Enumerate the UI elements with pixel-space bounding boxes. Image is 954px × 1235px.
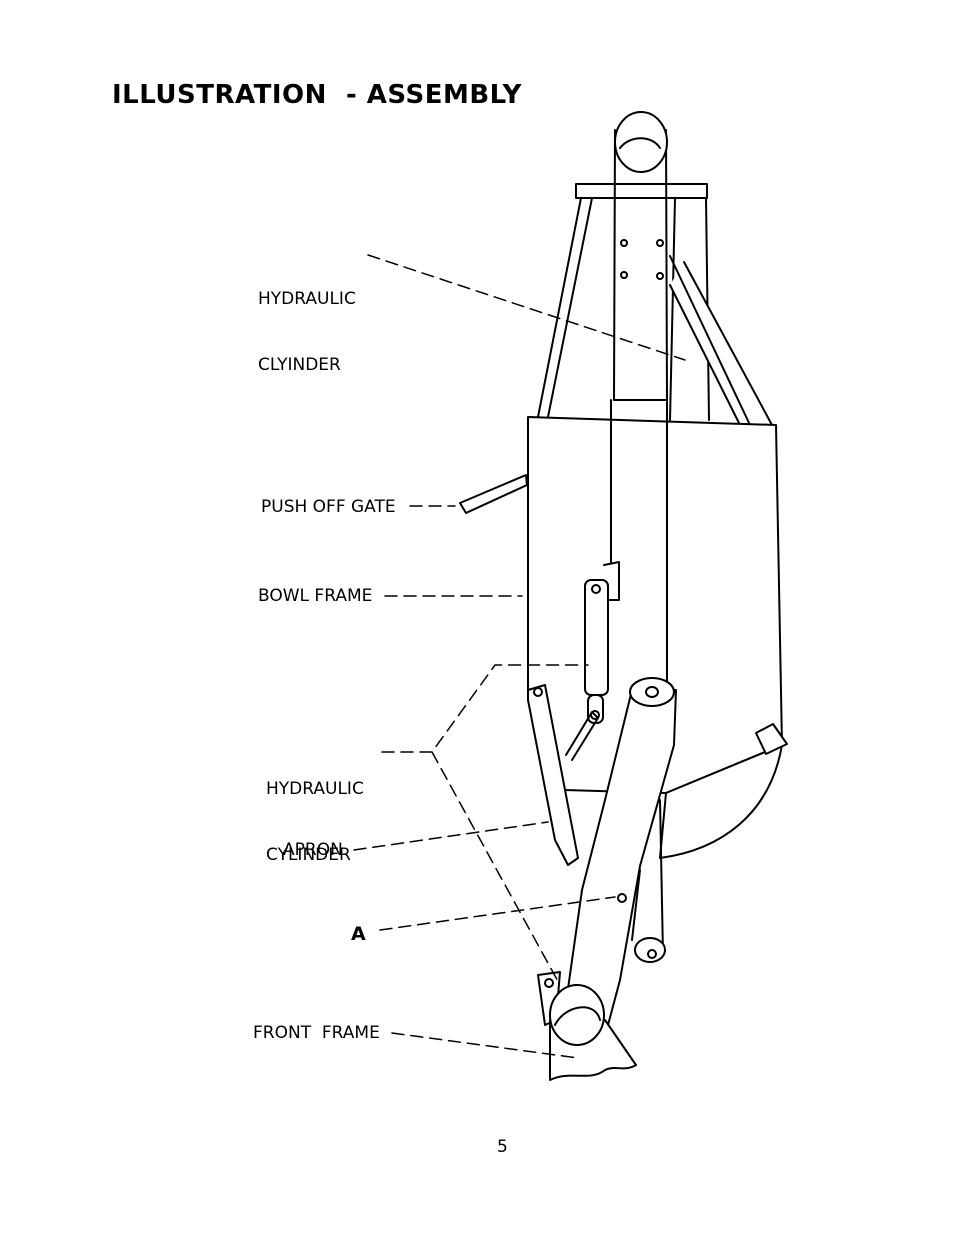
side-tab xyxy=(755,723,788,755)
front-frame-arm xyxy=(559,689,677,1056)
label-hydraulic-cylinder: HYDRAULIC CYLINDER xyxy=(266,779,364,865)
leader-hydraulic-clyinder xyxy=(367,254,686,361)
label-apron: APRON xyxy=(283,840,343,860)
central-beam xyxy=(613,129,668,401)
diagonal-brace xyxy=(669,255,773,426)
leader-front-frame xyxy=(391,1032,579,1059)
leader-hydraulic-cylinder xyxy=(381,664,589,986)
label-bowl-frame: BOWL FRAME xyxy=(258,586,373,606)
label-hydraulic-clyinder: HYDRAULIC CLYINDER xyxy=(258,289,356,375)
page-title: ILLUSTRATION - ASSEMBLY xyxy=(112,80,522,110)
hydraulic-cylinder-body xyxy=(584,579,609,696)
page-number: 5 xyxy=(497,1137,508,1157)
left-tongue-rail xyxy=(537,197,593,418)
label-front-frame: FRONT FRAME xyxy=(253,1023,380,1043)
leader-apron xyxy=(353,821,549,851)
label-push-off-gate: PUSH OFF GATE xyxy=(261,497,396,517)
beam-end-bottom xyxy=(549,984,605,1046)
beam-end-top xyxy=(614,111,668,173)
apron-arm xyxy=(527,684,579,866)
top-crossbar xyxy=(575,183,708,199)
support-tube xyxy=(631,799,664,956)
label-point-a: A xyxy=(351,923,366,945)
push-off-gate-handle xyxy=(459,474,528,514)
leader-a xyxy=(379,896,616,931)
